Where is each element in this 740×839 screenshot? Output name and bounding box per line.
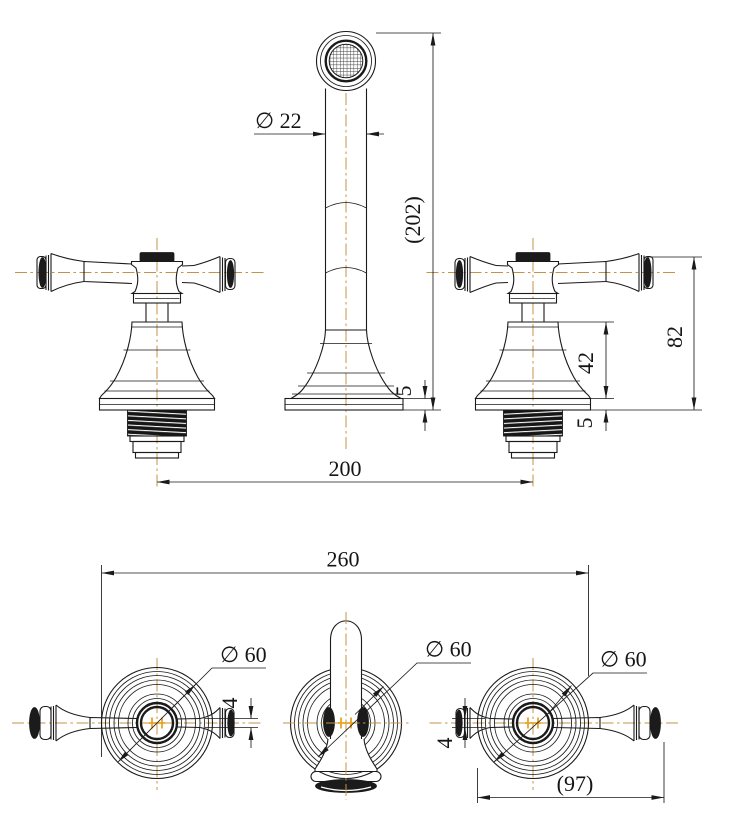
dim-handle-flange-thickness: 5 xyxy=(572,418,597,429)
right-handle-front xyxy=(422,237,676,488)
spout-front xyxy=(284,30,404,452)
dim-escutcheon-diameter-middle: ∅ 60 xyxy=(425,637,472,662)
dim-spout-flange-thickness: 5 xyxy=(391,386,416,397)
dim-lever-neck-right: 4 xyxy=(432,738,457,749)
dim-lever-reach: (97) xyxy=(557,771,594,796)
aerator-ring xyxy=(324,39,368,83)
left-handle-plan xyxy=(12,658,262,790)
dim-overall-width: 260 xyxy=(327,547,360,572)
dim-escutcheon-diameter-right: ∅ 60 xyxy=(600,647,647,672)
dim-handle-overall-height: 82 xyxy=(662,326,687,348)
dim-lever-neck-left: 4 xyxy=(217,698,242,709)
spout-plan xyxy=(283,612,410,800)
dim-escutcheon-diameter-left: ∅ 60 xyxy=(220,642,267,667)
front-view: ∅ 22 (202) 5 42 82 5 200 xyxy=(14,30,702,488)
left-handle-front xyxy=(14,237,268,488)
plan-view: 260 ∅ 60 ∅ 60 ∅ 60 4 4 (97) xyxy=(12,547,678,803)
dim-handle-centres: 200 xyxy=(329,456,362,481)
dim-spout-diameter: ∅ 22 xyxy=(255,108,302,133)
right-handle-plan xyxy=(428,658,678,790)
aerator-mesh xyxy=(328,43,364,79)
dim-overall-height: (202) xyxy=(400,196,425,244)
plan-dimensions: 260 ∅ 60 ∅ 60 ∅ 60 4 4 (97) xyxy=(101,547,665,803)
dim-handle-base-height: 42 xyxy=(573,352,598,374)
front-dimensions: ∅ 22 (202) 5 42 82 5 200 xyxy=(157,32,702,485)
